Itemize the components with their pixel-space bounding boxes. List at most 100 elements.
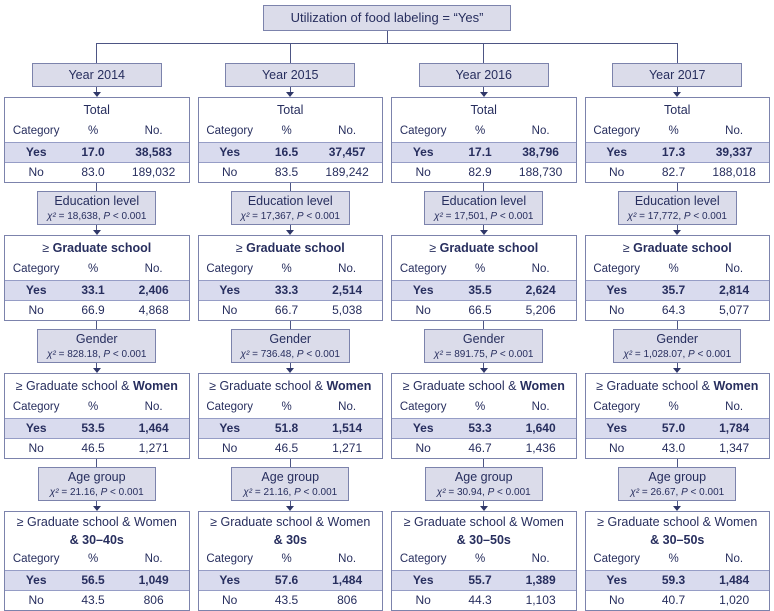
pct-cell: 33.1 (81, 283, 105, 297)
table-header-row: Category % No. (586, 550, 770, 570)
connector-line (676, 459, 678, 467)
count-cell: 5,077 (719, 303, 750, 317)
pct-header: % (668, 263, 679, 275)
pct-cell: 64.3 (661, 303, 686, 317)
pct-cell: 57.6 (274, 573, 299, 587)
category-cell: No (609, 441, 625, 455)
graduate-school-table: ≥ Graduate school Category % No. Yes 33.… (197, 235, 383, 321)
count-cell: 38,583 (135, 145, 172, 159)
stat-title: Education level (54, 194, 140, 208)
category-cell: No (28, 441, 44, 455)
arrow-down-icon (585, 225, 771, 235)
gender-stat-box: Gender χ² = 736.48, P < 0.001 (230, 329, 350, 363)
year-2017-column: Year 2017 Total Category % No. Yes 17.3 … (584, 43, 771, 611)
arrow-down-icon (198, 225, 384, 235)
no-row: No 64.3 5,077 (586, 301, 770, 320)
arrow-shaft (96, 501, 98, 506)
pct-cell: 57.0 (661, 421, 686, 435)
pct-cell: 59.3 (661, 573, 686, 587)
total-table: Total Category % No. Yes 16.5 37,457 No … (197, 97, 383, 183)
category-cell: Yes (412, 573, 434, 587)
category-cell: No (415, 593, 431, 607)
arrowhead-icon (479, 368, 488, 373)
stat-title: Gender (462, 332, 505, 346)
category-cell: Yes (412, 421, 434, 435)
pct-cell: 55.7 (468, 573, 492, 587)
pct-cell: 46.5 (81, 441, 105, 455)
no-row: No 46.7 1,436 (392, 439, 576, 458)
pct-cell: 17.0 (81, 145, 105, 159)
arrowhead-icon (286, 368, 295, 373)
pct-cell: 53.5 (81, 421, 105, 435)
grad-women-table: ≥ Graduate school & Women Category % No.… (584, 373, 770, 459)
arrow-shaft (96, 363, 98, 368)
connector-line (676, 43, 678, 63)
count-header: No. (338, 263, 357, 275)
no-row: No 66.5 5,206 (392, 301, 576, 320)
pct-header: % (474, 401, 486, 413)
category-cell: Yes (25, 145, 47, 159)
pct-header: % (281, 263, 292, 275)
category-cell: Yes (25, 421, 47, 435)
chi-square-stat: χ² = 1,028.07, P < 0.001 (623, 349, 732, 360)
grad-women-table: ≥ Graduate school & Women Category % No.… (391, 373, 577, 459)
category-header: Category (12, 553, 60, 565)
category-cell: No (415, 303, 431, 317)
category-header: Category (206, 401, 254, 413)
connector-line (483, 321, 485, 329)
arrowhead-icon (286, 506, 295, 511)
count-cell: 1,436 (525, 441, 556, 455)
count-cell: 1,049 (138, 573, 169, 587)
table-header-row: Category % No. (586, 122, 770, 142)
count-header: No. (338, 401, 357, 413)
arrowhead-icon (673, 92, 682, 97)
count-cell: 1,103 (525, 593, 556, 607)
table-title: ≥ Graduate school (42, 241, 152, 255)
pct-header: % (474, 125, 486, 137)
grad-women-table: ≥ Graduate school & Women Category % No.… (4, 373, 190, 459)
arrow-shaft (483, 225, 485, 230)
yes-row: Yes 51.8 1,514 (198, 418, 382, 439)
count-header: No. (725, 125, 744, 137)
year-header: Year 2015 (225, 63, 356, 87)
connector-line (96, 183, 98, 191)
stat-title: Gender (656, 332, 699, 346)
count-cell: 2,624 (525, 283, 556, 297)
table-title: ≥ Graduate school & Women& 30s (210, 515, 371, 547)
count-header: No. (144, 553, 163, 565)
category-cell: No (222, 441, 238, 455)
connector-line (96, 321, 98, 329)
category-header: Category (399, 125, 447, 137)
age-group-stat-box: Age group χ² = 26.67, P < 0.001 (618, 467, 737, 501)
grad-women-table: ≥ Graduate school & Women Category % No.… (197, 373, 383, 459)
arrowhead-icon (286, 230, 295, 235)
count-header: No. (531, 125, 550, 137)
arrow-shaft (483, 363, 485, 368)
age-group-stat-box: Age group χ² = 30.94, P < 0.001 (424, 467, 543, 501)
category-header: Category (206, 263, 254, 275)
graduate-school-table: ≥ Graduate school Category % No. Yes 35.… (584, 235, 770, 321)
year-2015-column: Year 2015 Total Category % No. Yes 16.5 … (197, 43, 384, 611)
category-cell: No (609, 593, 625, 607)
connector-line (289, 43, 291, 63)
category-cell: No (609, 165, 625, 179)
table-header-row: Category % No. (5, 122, 189, 142)
count-header: No. (725, 553, 744, 565)
connector-line (289, 459, 291, 467)
total-table: Total Category % No. Yes 17.1 38,796 No … (391, 97, 577, 183)
pct-cell: 56.5 (81, 573, 105, 587)
pct-cell: 43.5 (81, 593, 105, 607)
pct-cell: 44.3 (468, 593, 492, 607)
category-cell: Yes (25, 573, 47, 587)
count-cell: 1,784 (719, 421, 750, 435)
category-header: Category (206, 125, 254, 137)
year-header: Year 2014 (31, 63, 162, 87)
count-header: No. (531, 263, 550, 275)
education-level-stat-box: Education level χ² = 17,501, P < 0.001 (424, 191, 544, 225)
category-cell: No (28, 165, 44, 179)
pct-cell: 35.5 (468, 283, 492, 297)
category-header: Category (399, 553, 447, 565)
arrow-shaft (483, 87, 485, 92)
arrowhead-icon (479, 230, 488, 235)
